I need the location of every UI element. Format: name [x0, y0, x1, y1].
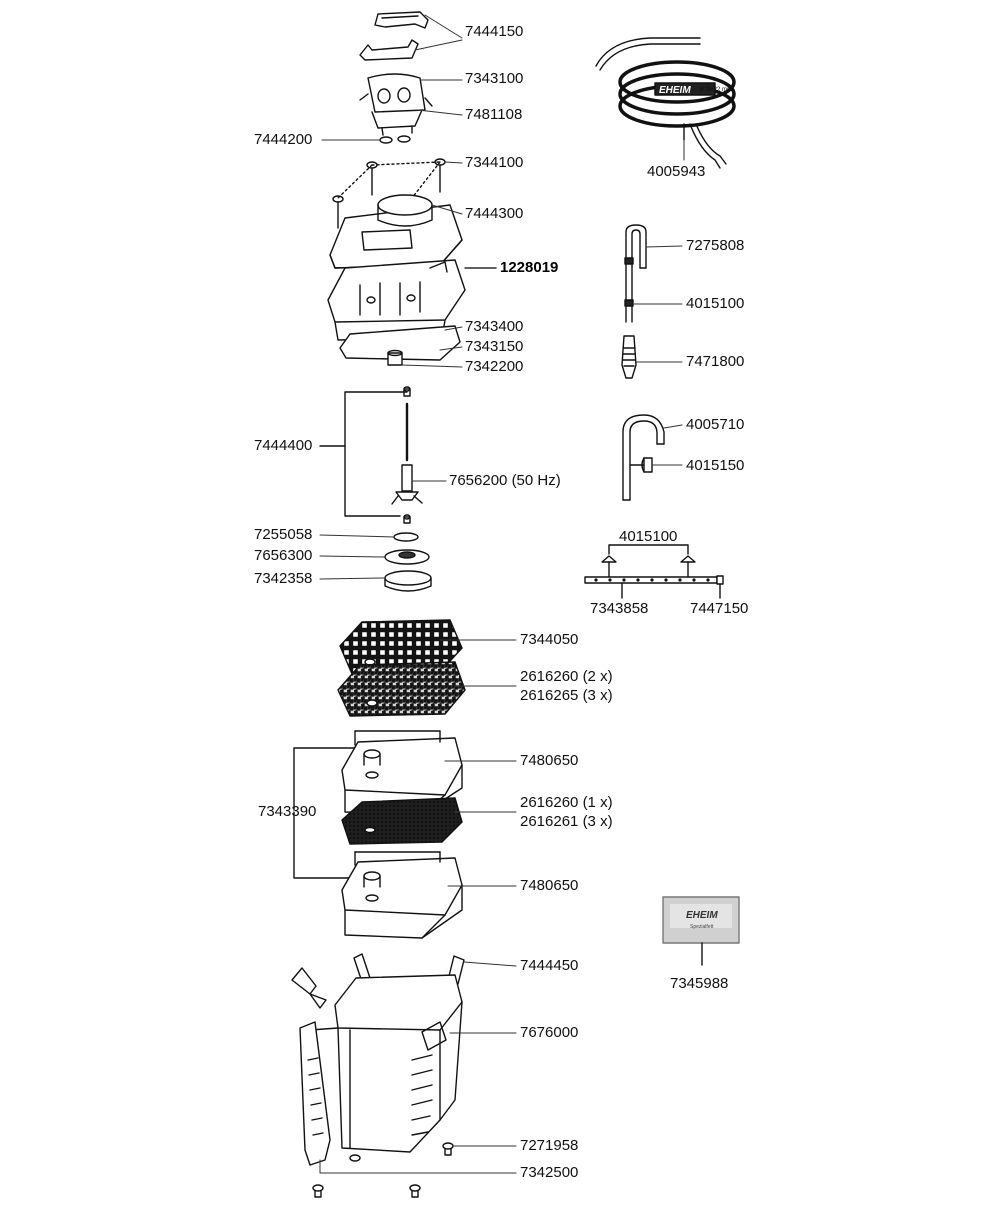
part-label-7344050: 7344050: [520, 631, 579, 648]
part-label-7480650-upper: 7480650: [520, 752, 579, 769]
gasket-part: [339, 325, 461, 361]
top-cover-part: [329, 194, 463, 269]
part-label-1228019: 1228019: [500, 259, 559, 276]
part-label-7343390: 7343390: [258, 803, 317, 820]
sponge-pad-top-part: [337, 661, 466, 717]
impeller-group: [319, 386, 423, 524]
packet-subtext: Spezialfett: [690, 924, 714, 930]
suction-cup-part: [629, 457, 653, 473]
part-label-7271958: 7271958: [520, 1137, 579, 1154]
filter-basket-lower-part: [341, 851, 463, 939]
part-label-7343858: 7343858: [590, 600, 649, 617]
spray-bar-part: [584, 576, 718, 599]
part-label-7444300: 7444300: [465, 205, 524, 222]
filter-basket-upper-part: [341, 730, 463, 815]
part-label-7343400: 7343400: [465, 318, 524, 335]
hose-size-text: ø 16/22 mm: [700, 87, 732, 93]
canister-part: [309, 974, 463, 1153]
feet-part: [312, 1142, 454, 1198]
part-label-7447150: 7447150: [690, 600, 749, 617]
oring-part: [393, 532, 419, 542]
part-label-7444400: 7444400: [254, 437, 313, 454]
part-label-2616260-2x: 2616260 (2 x): [520, 668, 613, 685]
part-label-2616260-1x: 2616260 (1 x): [520, 794, 613, 811]
part-label-4015100-spraybar: 4015100: [619, 528, 678, 545]
part-label-7444450: 7444450: [520, 957, 579, 974]
part-label-7481108: 7481108: [465, 106, 523, 123]
basket-set-bracket: [293, 747, 363, 879]
leader-lines: [319, 14, 685, 1174]
part-label-7344100: 7344100: [465, 154, 524, 171]
part-label-7444200: 7444200: [254, 131, 313, 148]
part-label-7656300: 7656300: [254, 547, 313, 564]
fitting-part: [387, 349, 403, 366]
part-label-7342500: 7342500: [520, 1164, 579, 1181]
part-label-7345988: 7345988: [670, 975, 729, 992]
latch-part: [291, 953, 465, 1009]
part-label-7343100: 7343100: [465, 70, 524, 87]
impeller-cover-part: [384, 549, 430, 565]
part-label-7275808: 7275808: [686, 237, 745, 254]
part-label-4005943: 4005943: [647, 163, 706, 180]
bayonet-ring-part: [384, 570, 432, 592]
part-label-7255058: 7255058: [254, 526, 313, 543]
part-label-7342358: 7342358: [254, 570, 313, 587]
sponge-pad-middle-part: [341, 797, 463, 845]
part-label-4015150: 4015150: [686, 457, 745, 474]
part-label-2616265: 2616265 (3 x): [520, 687, 613, 704]
hose-brand-text: EHEIM: [659, 85, 691, 96]
spray-bar-suction-cups: [601, 544, 696, 578]
small-ring-part: [379, 135, 411, 144]
part-label-7444150: 7444150: [465, 23, 524, 40]
pump-head-part: [359, 73, 433, 136]
part-label-7343150: 7343150: [465, 338, 524, 355]
part-label-2616261: 2616261 (3 x): [520, 813, 613, 830]
packet-brand-text: EHEIM: [686, 910, 718, 921]
part-label-7471800: 7471800: [686, 353, 745, 370]
part-label-7656200: 7656200 (50 Hz): [449, 472, 561, 489]
handle-part: [299, 1021, 331, 1166]
part-label-7676000: 7676000: [520, 1024, 579, 1041]
hose-coil-part: [595, 37, 736, 169]
grease-packet-part: [662, 896, 740, 966]
part-label-7342200: 7342200: [465, 358, 524, 375]
part-label-4005710: 4005710: [686, 416, 745, 433]
part-label-7480650-lower: 7480650: [520, 877, 579, 894]
strainer-part: [621, 335, 637, 379]
part-label-4015100-intake: 4015100: [686, 295, 745, 312]
outlet-tube-part: [622, 414, 665, 501]
intake-tube-part: [624, 224, 647, 323]
clip-top-part: [359, 11, 429, 61]
end-cap-part: [716, 575, 724, 599]
